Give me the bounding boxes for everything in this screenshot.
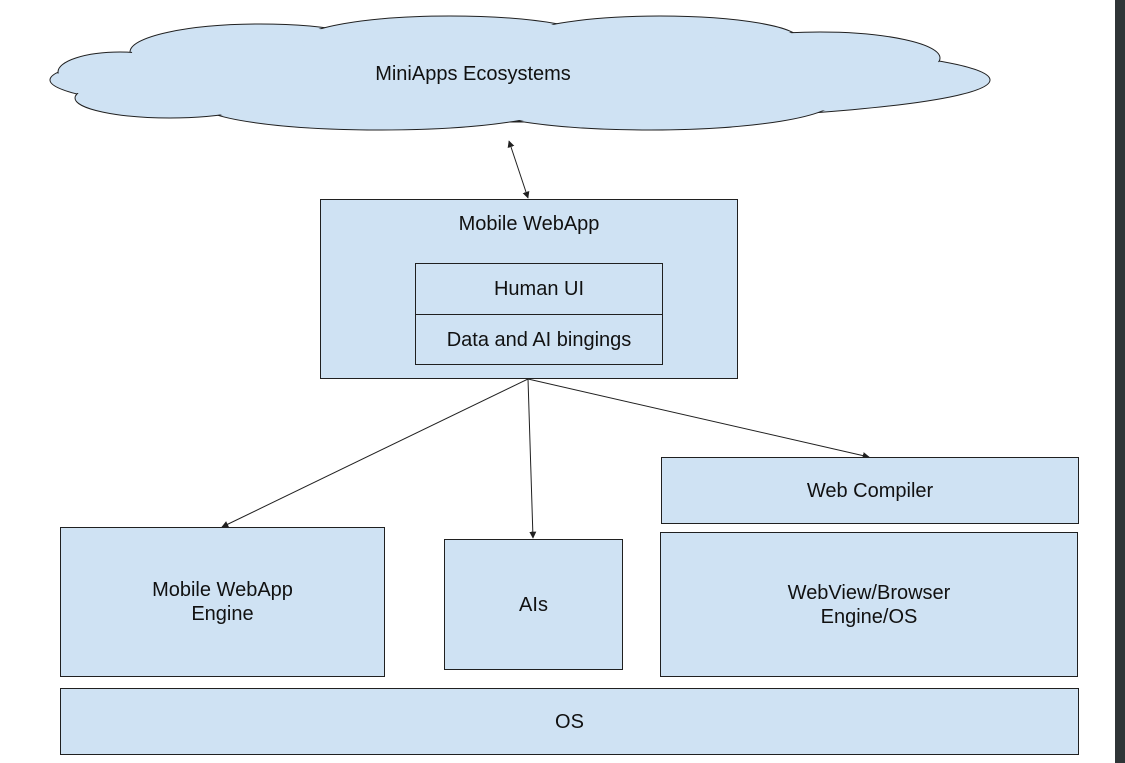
window-edge-strip bbox=[1115, 0, 1125, 763]
webapp-to-ais-arrow bbox=[527, 378, 537, 539]
ais-label: AIs bbox=[519, 593, 548, 616]
webview-label-line1: WebView/Browser bbox=[787, 581, 951, 604]
human-ui-label: Human UI bbox=[493, 278, 585, 300]
engine-label-line1: Mobile WebApp bbox=[152, 579, 293, 601]
data-ai-bindings-layer: Data and AI bingings bbox=[415, 314, 663, 365]
webview-label-line2: Engine/OS bbox=[820, 605, 918, 628]
engine-label-line2: Engine bbox=[191, 603, 254, 625]
mobile-webapp-engine-box: Mobile WebApp Engine bbox=[60, 527, 385, 677]
cloud-webapp-arrow bbox=[507, 140, 530, 199]
human-ui-layer: Human UI bbox=[415, 263, 663, 315]
data-ai-bindings-label: Data and AI bingings bbox=[446, 328, 632, 351]
os-label: OS bbox=[555, 710, 584, 733]
web-compiler-label: Web Compiler bbox=[806, 479, 934, 502]
webview-browser-box: WebView/Browser Engine/OS bbox=[660, 532, 1078, 677]
miniapps-cloud: MiniApps Ecosystems bbox=[49, 15, 991, 131]
web-compiler-box: Web Compiler bbox=[661, 457, 1079, 524]
ais-box: AIs bbox=[444, 539, 623, 670]
cloud-label: MiniApps Ecosystems bbox=[375, 63, 571, 85]
os-box: OS bbox=[60, 688, 1079, 755]
webapp-to-compiler-arrow bbox=[527, 378, 870, 460]
mobile-webapp-title: Mobile WebApp bbox=[458, 213, 600, 235]
webapp-to-engine-arrow bbox=[221, 378, 529, 528]
